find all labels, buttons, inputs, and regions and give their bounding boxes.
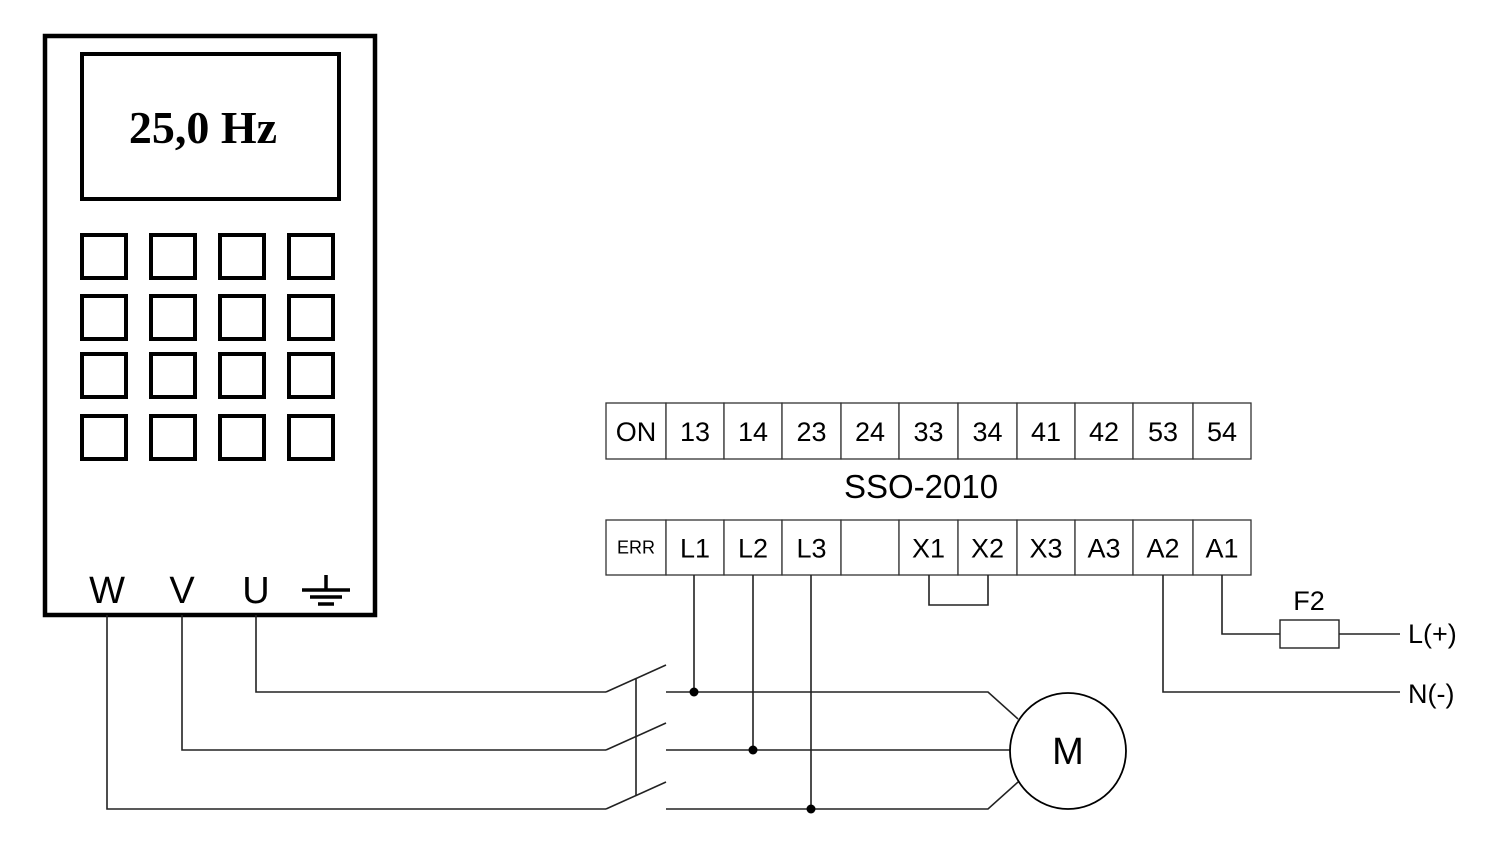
- top-terminal-cell: [898, 402, 959, 460]
- wire-w: [106, 615, 606, 810]
- keypad-button[interactable]: [149, 414, 197, 461]
- bottom-terminal-cell: [840, 519, 900, 576]
- fuse-label: F2: [1293, 586, 1325, 616]
- wire-a2: [1162, 575, 1400, 693]
- top-terminal-cell: [957, 402, 1018, 460]
- x1-x2-jumper: [928, 575, 989, 606]
- wire-v: [181, 615, 606, 751]
- vfd-terminal-u: U: [242, 570, 269, 612]
- bottom-terminal-label: A3: [1087, 534, 1120, 564]
- top-terminal-label: 34: [972, 417, 1002, 447]
- vfd-display-screen: [80, 52, 341, 201]
- top-terminal-cell: [1016, 402, 1076, 460]
- bottom-terminal-cell: [605, 519, 667, 576]
- bottom-terminal-block: ERR L1 L2 L3 X1 X2 X3 A3 A2 A1: [605, 519, 1252, 576]
- bottom-terminal-cell: [957, 519, 1018, 576]
- keypad-button[interactable]: [80, 233, 128, 280]
- motor-line-3: [666, 781, 1019, 810]
- keypad-button[interactable]: [287, 414, 335, 461]
- top-terminal-label: 14: [738, 417, 768, 447]
- keypad-button[interactable]: [80, 352, 128, 399]
- top-terminal-label: 23: [796, 417, 826, 447]
- bottom-terminal-cell: [665, 519, 725, 576]
- bottom-terminal-label: X1: [912, 534, 945, 564]
- vfd-display-text: 25,0 Hz: [129, 102, 277, 153]
- keypad-button[interactable]: [218, 233, 266, 280]
- bottom-terminal-label: X2: [971, 534, 1004, 564]
- bottom-terminal-cell: [1016, 519, 1076, 576]
- ground-icon: [302, 575, 350, 606]
- bottom-terminal-label: L1: [680, 534, 710, 564]
- top-terminal-label: 24: [855, 417, 885, 447]
- supply-neutral-label: N(-): [1408, 679, 1454, 709]
- bottom-terminal-cell: [723, 519, 783, 576]
- bottom-terminal-cell: [781, 519, 842, 576]
- motor-label: M: [1052, 731, 1084, 773]
- bottom-terminal-cell: [1132, 519, 1194, 576]
- bottom-terminal-label: ERR: [617, 538, 655, 558]
- wire-a1: [1221, 575, 1280, 635]
- keypad-button[interactable]: [149, 352, 197, 399]
- vfd-terminal-w: W: [89, 570, 125, 612]
- top-terminal-label: 33: [913, 417, 943, 447]
- bottom-terminal-cell: [898, 519, 959, 576]
- top-terminal-cell: [1192, 402, 1252, 460]
- top-terminal-block: ON 13 14 23 24 33 34 41 42 53 54: [605, 402, 1252, 460]
- bottom-terminal-cell: [1192, 519, 1252, 576]
- top-terminal-cell: [840, 402, 900, 460]
- bottom-terminal-label: X3: [1029, 534, 1062, 564]
- bottom-terminal-label: L2: [738, 534, 768, 564]
- vfd-terminal-v: V: [169, 570, 195, 612]
- top-terminal-label: 54: [1207, 417, 1237, 447]
- keypad-button[interactable]: [287, 294, 335, 341]
- motor-line-1: [666, 691, 1019, 720]
- junction-dot-l2: [748, 745, 758, 755]
- fuse-f2: F2: [1279, 586, 1340, 649]
- keypad-button[interactable]: [80, 294, 128, 341]
- keypad-button[interactable]: [218, 352, 266, 399]
- keypad-button[interactable]: [149, 294, 197, 341]
- keypad-button[interactable]: [287, 233, 335, 280]
- top-terminal-cell: [1132, 402, 1194, 460]
- keypad-button[interactable]: [218, 414, 266, 461]
- three-pole-switch: [605, 664, 667, 810]
- junction-dot-l3: [806, 804, 816, 814]
- bottom-terminal-label: L3: [796, 534, 826, 564]
- junction-dot-l1: [689, 687, 699, 697]
- keypad-button[interactable]: [80, 414, 128, 461]
- keypad-button[interactable]: [149, 233, 197, 280]
- bottom-terminal-label: A1: [1205, 534, 1238, 564]
- supply-line-label: L(+): [1408, 619, 1457, 649]
- top-terminal-label: 13: [680, 417, 710, 447]
- frequency-converter: 25,0 Hz W V U: [42, 33, 378, 618]
- top-terminal-cell: [665, 402, 725, 460]
- vfd-keypad: [80, 233, 335, 461]
- top-terminal-cell: [723, 402, 783, 460]
- wire-u: [255, 615, 606, 693]
- top-terminal-label: 42: [1089, 417, 1119, 447]
- top-terminal-label: 41: [1031, 417, 1061, 447]
- device-name: SSO-2010: [844, 468, 998, 505]
- top-terminal-label: ON: [616, 417, 657, 447]
- top-terminal-label: 53: [1148, 417, 1178, 447]
- bottom-terminal-cell: [1074, 519, 1134, 576]
- keypad-button[interactable]: [218, 294, 266, 341]
- bottom-terminal-label: A2: [1146, 534, 1179, 564]
- keypad-button[interactable]: [287, 352, 335, 399]
- motor: M: [1009, 692, 1127, 810]
